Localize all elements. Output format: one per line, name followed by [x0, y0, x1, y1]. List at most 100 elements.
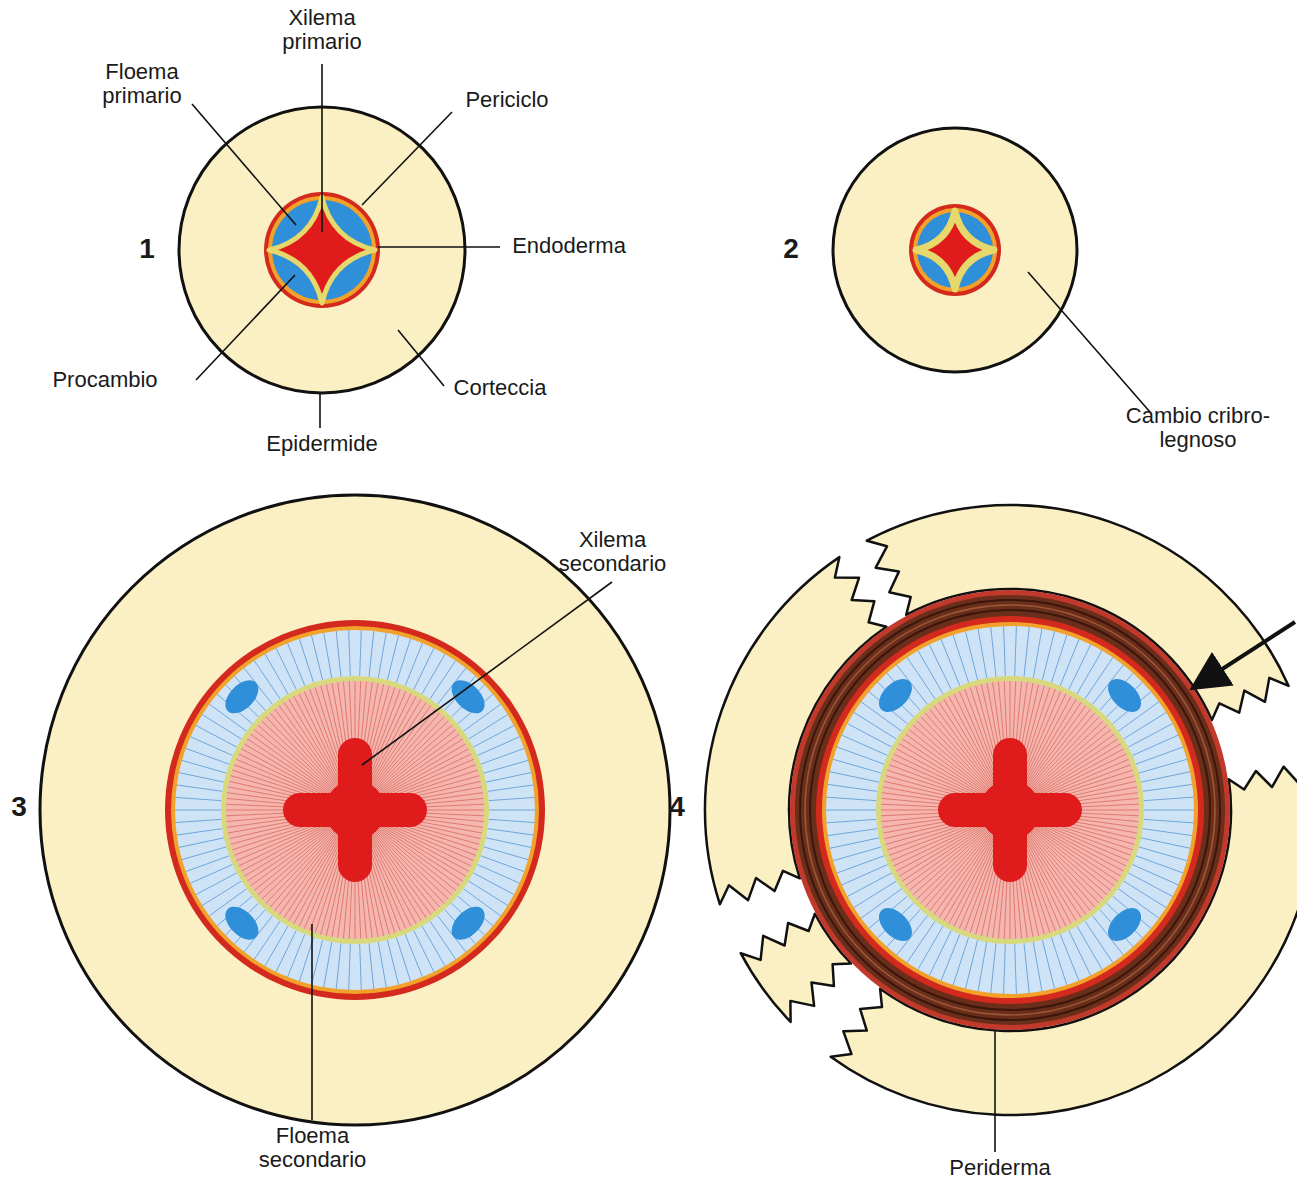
part-label: Floema secondario — [250, 1124, 375, 1172]
radial-ray — [469, 881, 508, 905]
radial-ray — [1033, 942, 1042, 991]
radial-ray — [828, 829, 878, 836]
part-label: Xilema secondario — [545, 528, 680, 576]
radial-ray — [991, 627, 996, 677]
radial-ray — [414, 930, 434, 971]
radial-ray — [369, 943, 374, 989]
radial-ray — [486, 773, 531, 783]
radial-ray — [1077, 651, 1102, 694]
radial-ray — [175, 797, 221, 800]
part-label: Periciclo — [452, 88, 562, 112]
radial-ray — [265, 926, 288, 966]
radial-ray — [276, 930, 296, 971]
radial-ray — [186, 856, 229, 872]
radial-ray — [311, 940, 322, 985]
radial-ray — [311, 635, 322, 680]
radial-ray — [929, 645, 951, 690]
radial-ray — [258, 822, 342, 895]
radial-ray — [917, 822, 997, 899]
radial-ray — [1085, 921, 1113, 962]
primary-phloem — [446, 674, 491, 719]
radial-ray — [202, 881, 241, 905]
radial-ray — [978, 629, 987, 678]
radial-ray — [387, 635, 398, 680]
radial-ray — [202, 715, 241, 739]
primary-phloem — [1102, 902, 1147, 947]
radial-ray — [324, 942, 332, 987]
radial-ray — [1023, 721, 1103, 798]
radial-ray — [842, 735, 888, 755]
radial-ray — [1144, 797, 1194, 800]
radial-ray — [837, 747, 884, 764]
radial-ray — [422, 926, 445, 966]
radial-ray — [907, 921, 935, 962]
radial-ray — [1004, 626, 1006, 676]
radial-ray — [396, 639, 410, 683]
part-label: Corteccia — [440, 376, 560, 400]
radial-ray — [299, 639, 313, 683]
radial-ray — [941, 934, 960, 980]
part-label: Xilema primario — [272, 6, 372, 54]
radial-ray — [175, 819, 221, 822]
radial-ray — [925, 713, 998, 797]
radial-ray — [405, 934, 422, 977]
radial-ray — [477, 865, 519, 884]
radial-ray — [1022, 824, 1095, 908]
radial-ray — [378, 942, 386, 987]
radial-ray — [175, 810, 221, 811]
radial-ray — [288, 643, 305, 686]
radial-ray — [953, 635, 968, 683]
radial-ray — [270, 713, 343, 797]
radial-ray — [913, 822, 997, 895]
panel-3 — [40, 495, 670, 1125]
radial-ray — [837, 856, 884, 873]
radial-ray — [369, 725, 453, 798]
radial-ray — [196, 873, 237, 895]
radial-ray — [196, 725, 237, 747]
primary-phloem — [219, 674, 264, 719]
part-label: Endoderma — [504, 234, 634, 258]
radial-ray — [177, 829, 223, 835]
radial-ray — [1128, 724, 1172, 747]
radial-ray — [1143, 829, 1193, 836]
radial-ray — [481, 748, 524, 764]
radial-ray — [396, 937, 410, 981]
radial-ray — [276, 648, 296, 689]
radial-ray — [978, 942, 987, 991]
radial-ray — [414, 648, 434, 689]
callout-number: 4 — [662, 792, 692, 823]
part-label: Floema primario — [86, 60, 198, 108]
radial-ray — [387, 940, 398, 985]
radial-ray — [828, 784, 878, 791]
radial-ray — [833, 759, 881, 773]
radial-ray — [182, 760, 226, 773]
radial-ray — [489, 810, 535, 811]
radial-ray — [830, 772, 879, 782]
callout-number: 2 — [776, 234, 806, 265]
radial-ray — [254, 661, 280, 699]
primary-phloem — [873, 673, 918, 718]
radial-ray — [1022, 823, 1099, 903]
radial-ray — [430, 661, 456, 699]
radial-ray — [1042, 940, 1054, 989]
radial-ray — [489, 797, 535, 800]
radial-ray — [349, 630, 351, 676]
radial-ray — [179, 773, 224, 783]
radial-ray — [1124, 881, 1166, 907]
radial-ray — [1024, 627, 1029, 677]
radial-ray — [488, 785, 534, 791]
radial-ray — [1077, 926, 1102, 969]
radial-ray — [369, 631, 374, 677]
radial-ray — [1144, 819, 1194, 822]
radial-ray — [367, 823, 444, 903]
radial-ray — [907, 657, 935, 698]
radial-ray — [1128, 873, 1172, 896]
radial-ray — [965, 940, 977, 989]
radial-ray — [854, 881, 896, 907]
radial-ray — [830, 838, 879, 848]
radial-ray — [368, 721, 448, 798]
radial-ray — [918, 926, 943, 969]
radial-ray — [1144, 810, 1194, 811]
radial-ray — [262, 822, 342, 899]
radial-ray — [991, 943, 996, 993]
